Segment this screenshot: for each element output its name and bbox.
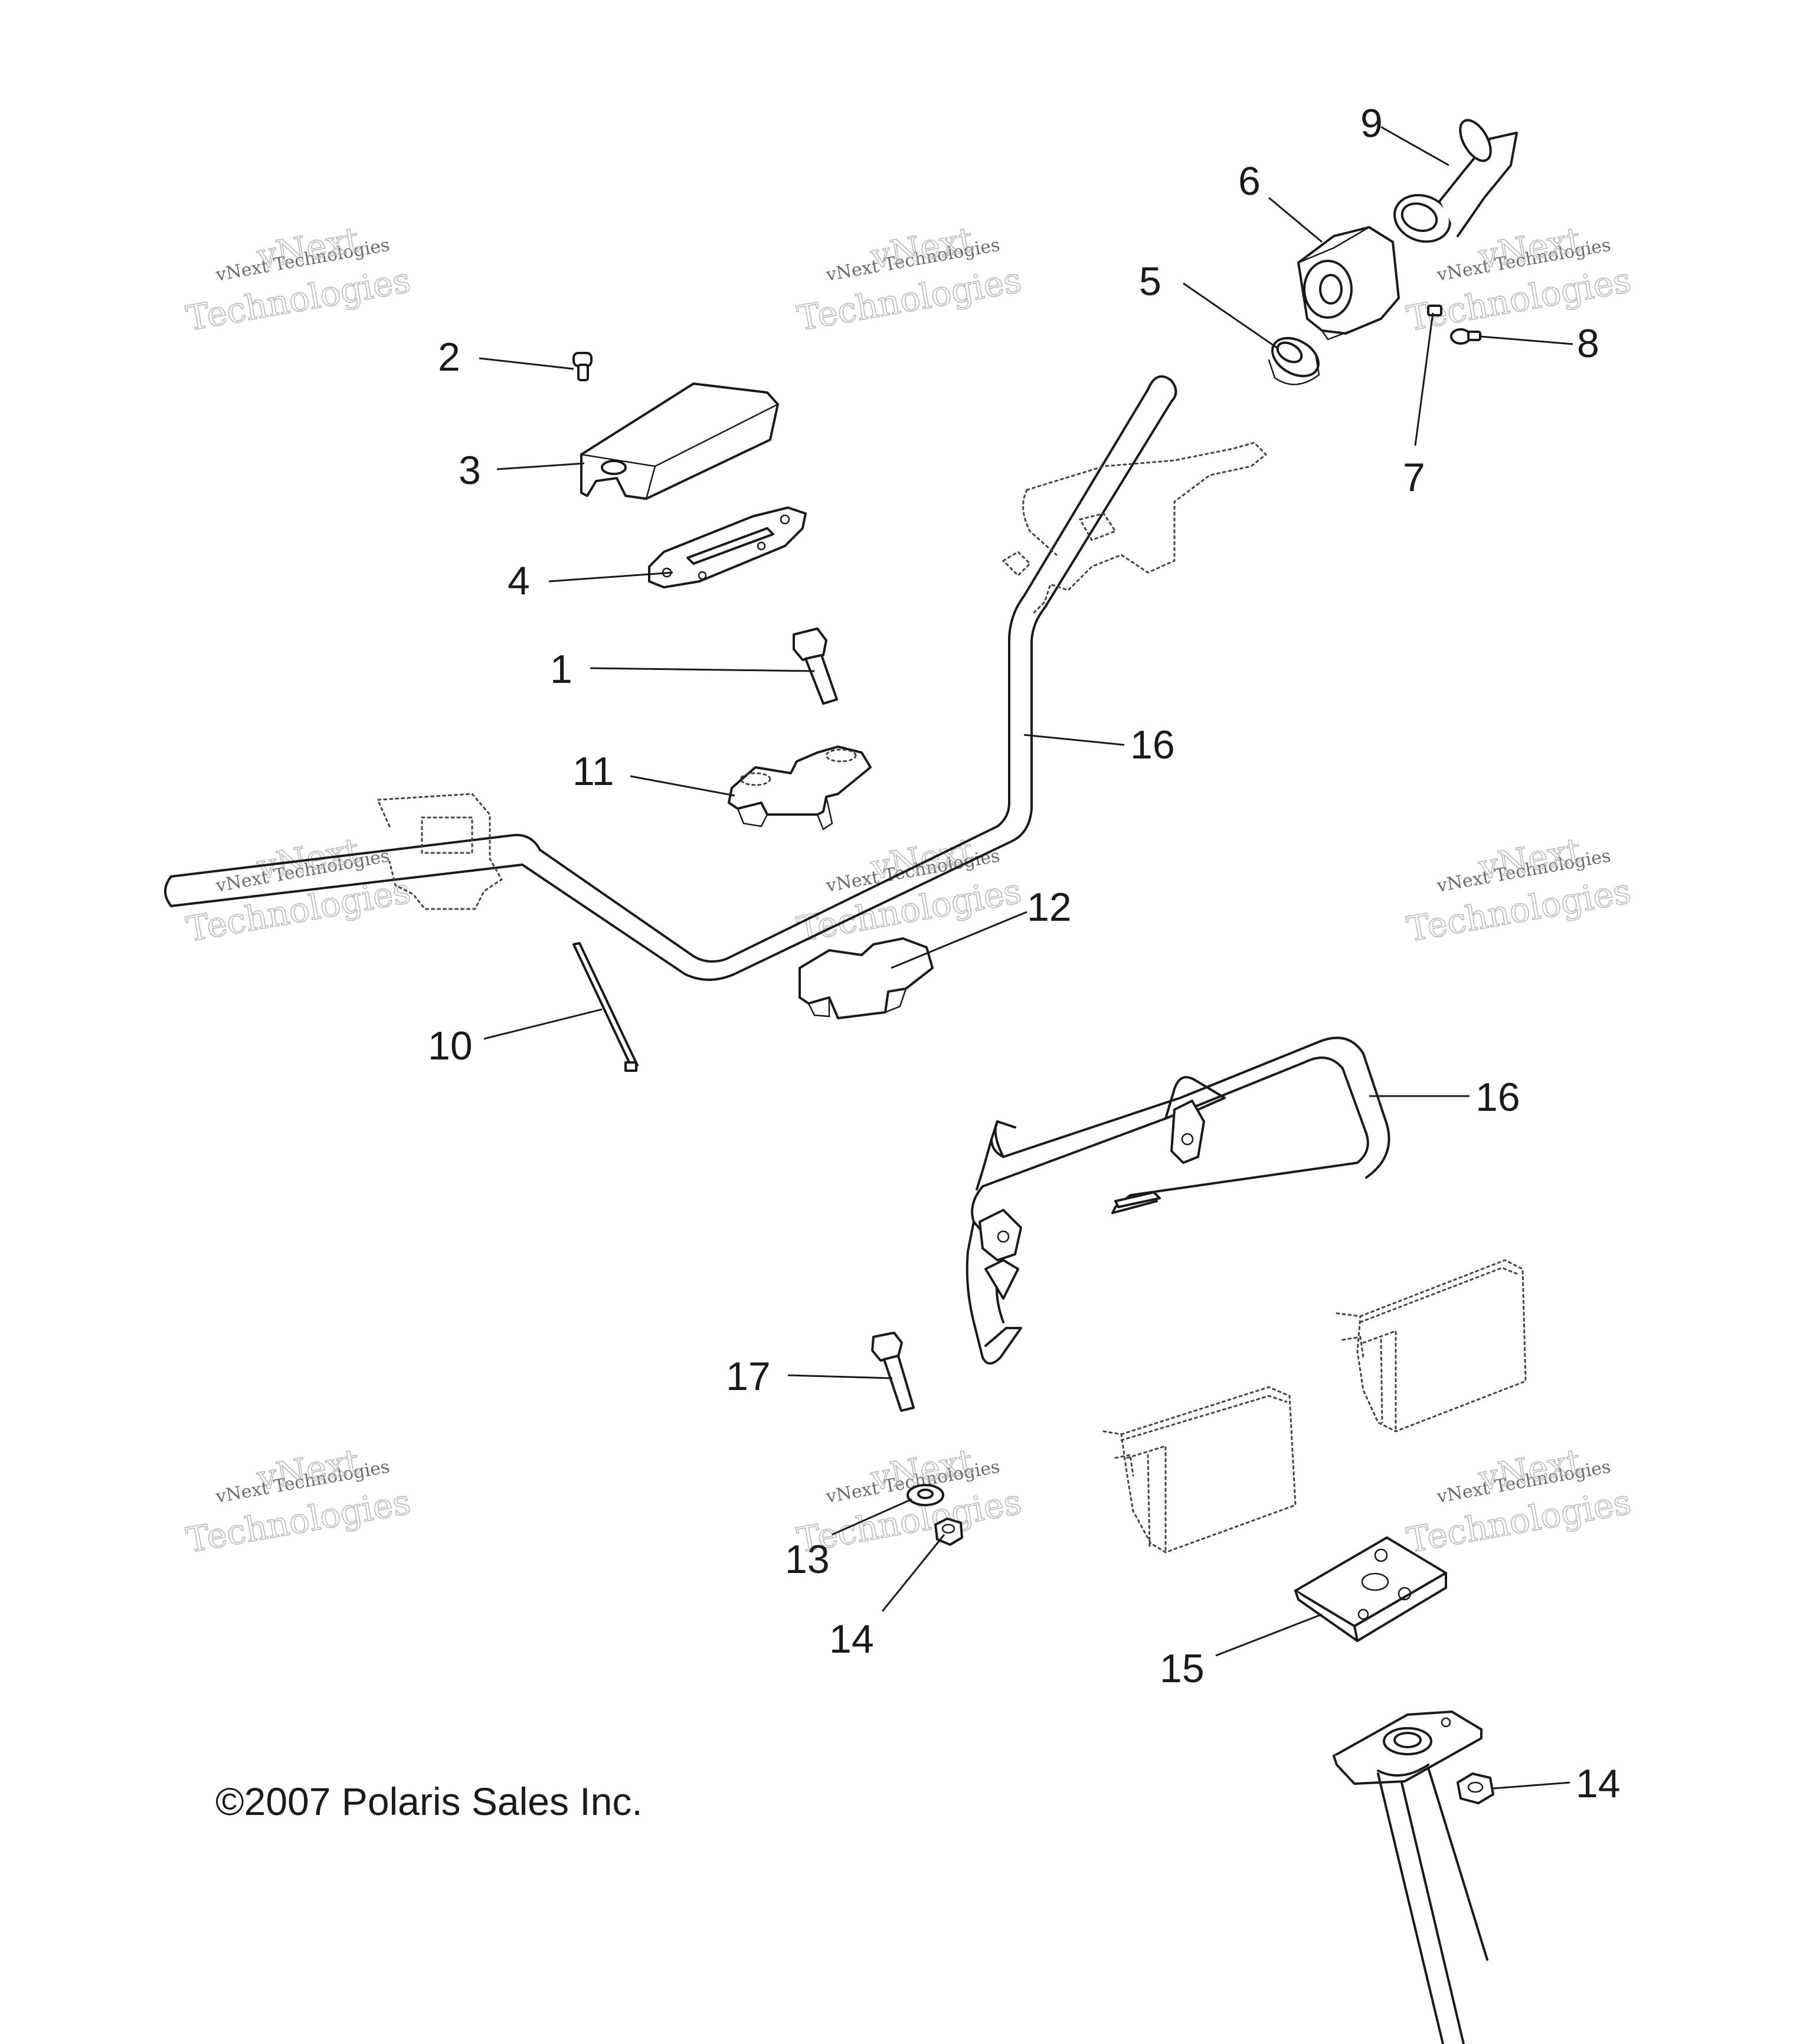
callout-1: 1 (550, 647, 572, 692)
callout-14-right: 14 (1576, 1761, 1621, 1806)
part-9-grip (1393, 119, 1518, 243)
reference-box-left (1102, 1386, 1297, 1554)
leader-4 (548, 571, 673, 583)
part-18-bolt (871, 1332, 915, 1412)
callout-8: 8 (1577, 321, 1599, 366)
callout-15: 15 (1160, 1646, 1205, 1691)
leader-3 (496, 462, 585, 470)
leader-9 (1380, 126, 1449, 166)
callout-7: 7 (1403, 455, 1425, 500)
watermark-outline: vNext (1475, 220, 1584, 277)
part-1-bolt (793, 627, 838, 705)
part-4-mount-plate (648, 506, 807, 588)
watermark-outline: vNext (1475, 1441, 1584, 1499)
leader-15 (1215, 1613, 1323, 1657)
watermark-middle-right: vNext Technologies vNext Technologies (1403, 830, 1634, 950)
watermark-outline: vNext (254, 220, 362, 277)
watermark-top-center: vNext Technologies vNext Technologies (794, 219, 1025, 339)
part-13-washer (906, 1484, 944, 1506)
callout-11: 11 (572, 749, 614, 794)
callout-18: 17 (726, 1354, 771, 1399)
callout-10: 10 (428, 1023, 473, 1068)
callout-6: 6 (1238, 159, 1261, 204)
callout-4: 4 (508, 558, 530, 603)
watermark-bottom-left: vNext Technologies vNext Technologies (183, 1441, 414, 1561)
callout-2: 2 (438, 335, 460, 380)
part-11-upper-clamp (728, 745, 872, 830)
leader-7 (1414, 312, 1434, 446)
watermark-bottom-right: vNext Technologies vNext Technologies (1403, 1441, 1634, 1561)
leader-8 (1480, 335, 1573, 345)
part-16-handlebar (164, 375, 1268, 981)
watermark-outline: vNext (254, 1441, 362, 1499)
leader-12 (891, 911, 1027, 969)
leader-13 (832, 1498, 912, 1536)
callout-9: 9 (1360, 101, 1383, 146)
part-10-cable-tie (572, 942, 639, 1072)
callout-labels: 9 6 5 8 7 2 3 4 1 11 16 12 10 16 17 13 1… (428, 101, 1621, 1806)
part-17-support-frame (966, 1036, 1390, 1365)
part-15-bracket-plate (1294, 1536, 1447, 1642)
part-5-bushing (1268, 336, 1320, 385)
leader-2 (479, 357, 574, 370)
leader-16 (1023, 734, 1125, 746)
part-14-nut-right (1457, 1772, 1494, 1804)
watermark-outline: vNext (868, 220, 976, 277)
callout-17: 16 (1475, 1075, 1520, 1120)
steering-post (1333, 1711, 1488, 2044)
part-7-clip (1427, 305, 1442, 316)
leader-1 (590, 667, 815, 672)
part-3-handlebar-cover (580, 382, 779, 500)
part-6-grip-housing (1297, 226, 1400, 341)
watermark-outline: vNext (868, 830, 976, 888)
leader-14a (881, 1534, 945, 1612)
callout-14-center: 14 (829, 1617, 874, 1662)
reference-box-right (1336, 1259, 1527, 1433)
callout-13: 13 (785, 1537, 830, 1582)
leader-18 (787, 1374, 893, 1379)
leader-14b (1493, 1781, 1570, 1790)
callout-16: 16 (1130, 722, 1175, 767)
part-8-screw (1450, 328, 1481, 345)
leader-10 (483, 1008, 603, 1040)
copyright-text: ©2007 Polaris Sales Inc. (215, 1780, 643, 1823)
part-12-lower-clamp (798, 937, 934, 1019)
leader-11 (630, 775, 735, 797)
watermark-top-left: vNext Technologies vNext Technologies (183, 219, 414, 339)
leader-6 (1268, 197, 1323, 243)
leader-lines (479, 126, 1573, 1790)
callout-5: 5 (1139, 259, 1161, 304)
leader-5 (1183, 282, 1278, 349)
callout-12: 12 (1027, 885, 1072, 930)
watermark-outline: vNext (1475, 830, 1584, 888)
callout-3: 3 (459, 448, 481, 493)
part-2-screw (572, 352, 593, 381)
